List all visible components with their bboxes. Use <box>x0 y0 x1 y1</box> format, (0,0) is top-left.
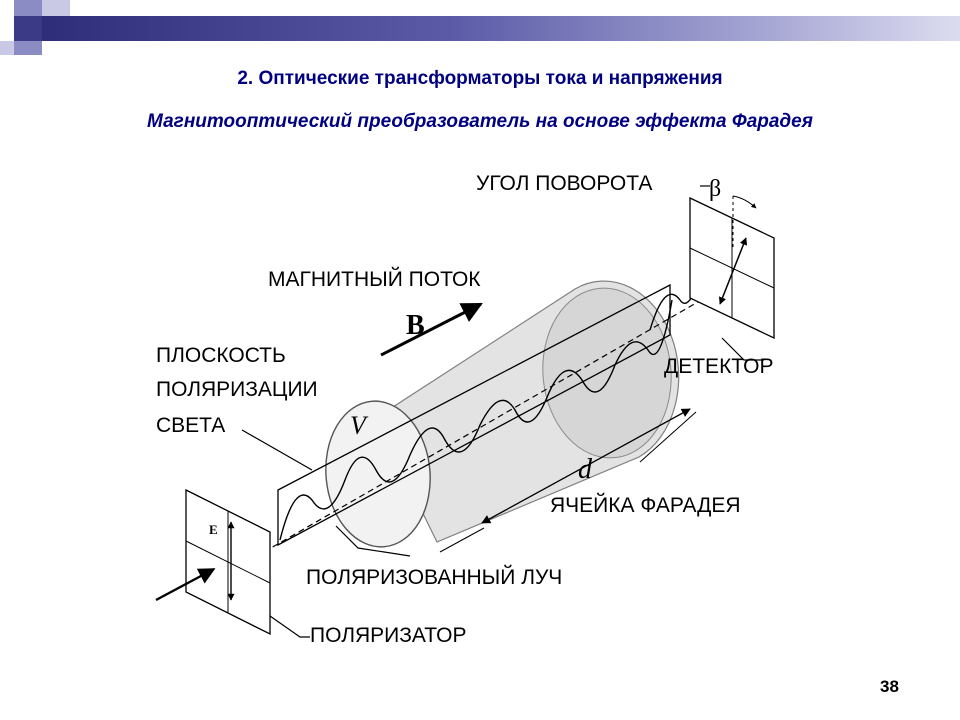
slide-title: 2. Оптические трансформаторы тока и напр… <box>237 68 723 89</box>
faraday-cell-label: ЯЧЕЙКА ФАРАДЕЯ <box>550 493 741 517</box>
beam-axis <box>237 271 751 568</box>
corner-square-decoration <box>14 41 42 55</box>
leader-lines <box>241 185 764 638</box>
polarized-wave <box>279 299 673 541</box>
page-number: 38 <box>880 677 899 696</box>
detector-label: ДЕТЕКТОР <box>664 355 774 378</box>
length-dimension <box>439 408 697 553</box>
corner-square-decoration <box>42 0 70 16</box>
beta-symbol: β <box>709 176 721 202</box>
length-symbol: d <box>578 454 593 485</box>
detector-panel <box>689 195 775 340</box>
input-light-arrow <box>155 567 216 602</box>
rotation-angle-label: УГОЛ ПОВОРОТА <box>476 172 652 195</box>
polarization-plane-label-line1: ПЛОСКОСТЬ <box>156 344 286 367</box>
corner-square-decoration <box>14 0 42 16</box>
verdet-symbol: V <box>350 411 369 440</box>
polarization-plane-ribbon <box>277 283 671 547</box>
polarization-plane-label-line2: ПОЛЯРИЗАЦИИ <box>156 378 318 401</box>
e-field-label: E <box>209 522 218 537</box>
polarizer-panel: E <box>185 488 271 636</box>
polarizer-label: ПОЛЯРИЗАТОР <box>310 624 467 647</box>
magnetic-flux-label: МАГНИТНЫЙ ПОТОК <box>268 267 481 291</box>
polarized-beam-label: ПОЛЯРИЗОВАННЫЙ ЛУЧ <box>306 565 562 589</box>
b-field-symbol: B <box>406 310 425 341</box>
header-bar <box>42 16 960 41</box>
magnetic-flux-arrow <box>380 302 483 357</box>
corner-square-decoration <box>14 16 42 41</box>
slide-subtitle: Магнитооптический преобразователь на осн… <box>147 111 813 132</box>
polarization-plane-label-line3: СВЕТА <box>156 414 225 437</box>
corner-square-decoration <box>0 41 14 55</box>
